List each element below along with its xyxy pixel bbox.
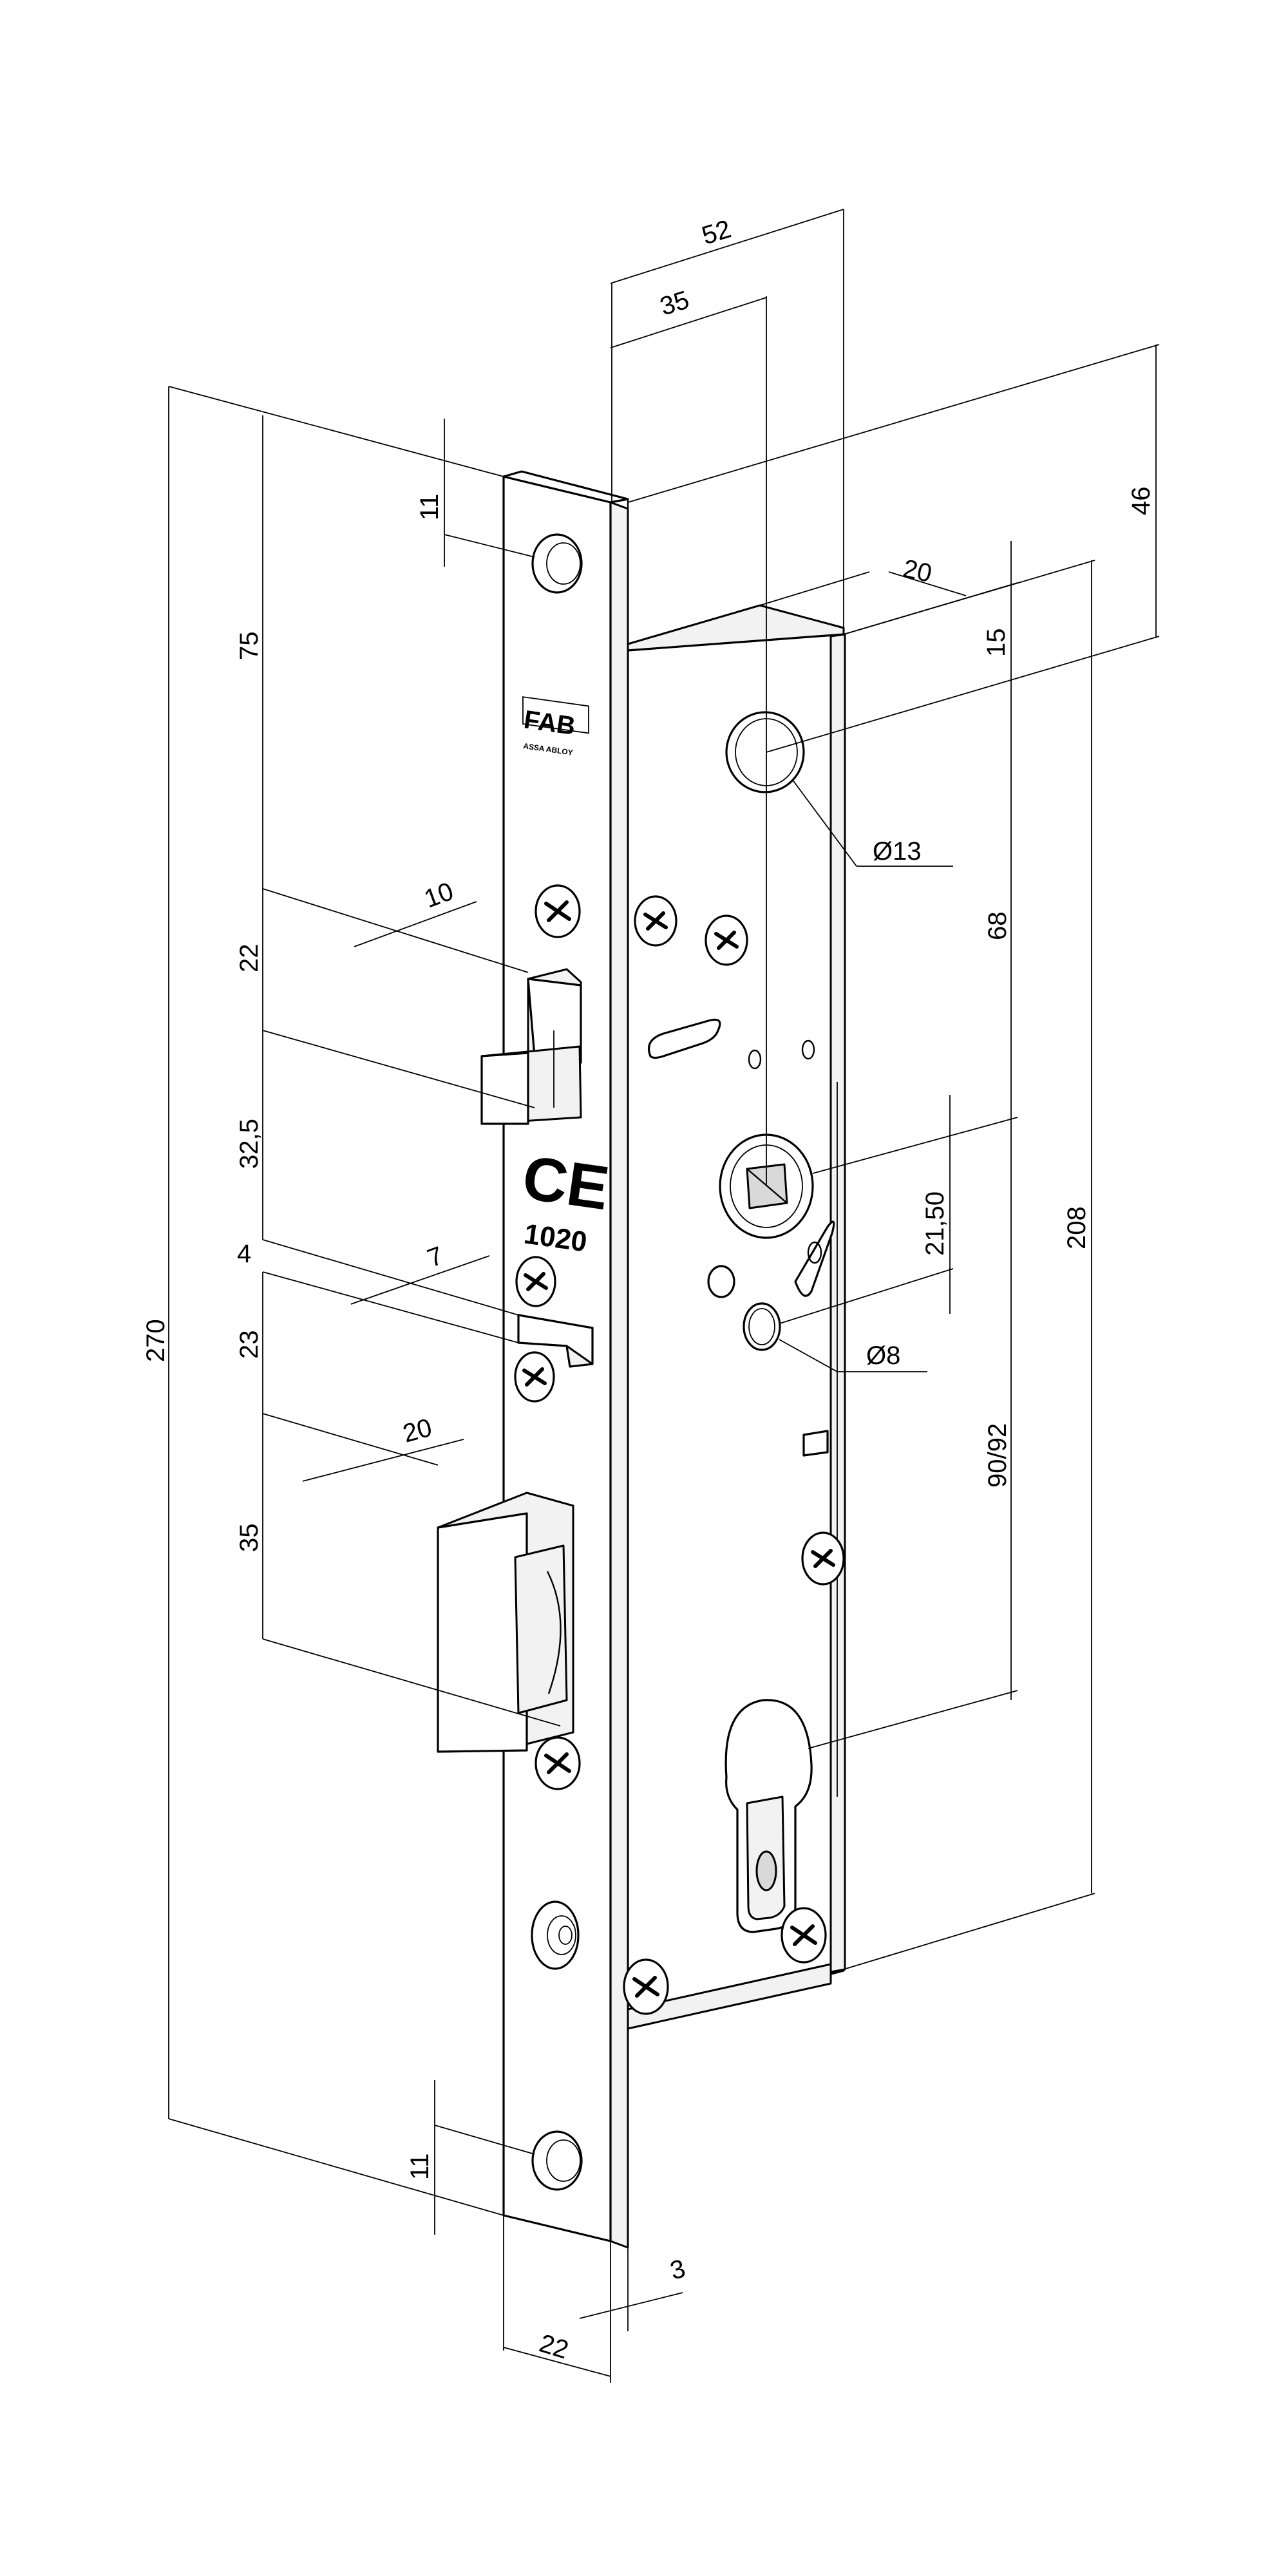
dim-case-height: 208 <box>1063 1206 1091 1249</box>
dim-follower-to-cylinder: 90/92 <box>983 1423 1012 1488</box>
screw-icon <box>801 1531 845 1586</box>
dim-top-spindle-depth: 20 <box>900 554 934 588</box>
lock-case <box>627 604 846 2030</box>
small-hole-8 <box>743 1302 781 1351</box>
deadbolt <box>437 1492 574 1753</box>
dim-top-to-spindle-hole: 46 <box>1127 487 1155 516</box>
screw-icon <box>515 1256 556 1307</box>
screw-icon <box>705 914 748 966</box>
top-spindle-hole <box>725 711 805 793</box>
dim-latch-height: 22 <box>235 944 263 973</box>
case-slot <box>647 1018 721 1059</box>
dim-latch-to-deadlatch: 32,5 <box>235 1119 263 1169</box>
faceplate-top-hole <box>531 533 583 594</box>
dim-bottom-hole-offset: 11 <box>406 2153 434 2180</box>
faceplate-bottom-hole <box>531 2130 583 2191</box>
dim-top-hole-offset: 11 <box>415 493 444 520</box>
dim-follower-to-hole: 21,50 <box>921 1191 949 1256</box>
screw-icon <box>514 1351 555 1403</box>
dim-top-to-latch: 75 <box>235 632 263 661</box>
ce-mark: CE <box>518 1143 613 1224</box>
dim-faceplate-width: 22 <box>536 2329 571 2365</box>
dim-deadlatch-gap: 4 <box>237 1240 251 1268</box>
dim-deadlatch-to-bolt: 23 <box>235 1331 263 1359</box>
latch-bolt <box>480 968 582 1125</box>
small-pin-left <box>707 1265 735 1298</box>
faceplate-lower-countersink <box>531 1900 580 1970</box>
dim-latch-projection: 10 <box>421 877 457 914</box>
dim-total-height: 270 <box>142 1319 170 1362</box>
dim-small-hole-diameter: Ø8 <box>866 1341 900 1370</box>
cylinder-cutout <box>724 1699 813 1933</box>
follower-slot <box>794 1220 835 1297</box>
faceplate <box>502 470 629 2249</box>
dim-deadlatch-projection: 7 <box>424 1242 447 1273</box>
dim-faceplate-thickness: 3 <box>667 2254 688 2285</box>
screw-icon <box>623 1958 669 2015</box>
dimension-lines <box>168 209 1160 2383</box>
screw-icon <box>535 1736 581 1790</box>
dim-backset: 35 <box>657 286 692 321</box>
case-square <box>802 1430 829 1457</box>
screw-icon <box>634 895 677 947</box>
case-pins <box>748 1039 815 1070</box>
dim-bolt-projection: 20 <box>400 1414 435 1448</box>
dim-bolt-height: 35 <box>235 1524 263 1553</box>
dim-top-hole-diameter: Ø13 <box>873 837 922 866</box>
screw-icon <box>781 1907 827 1964</box>
screw-icon <box>535 884 581 938</box>
dimension-labels: 52 35 270 11 11 75 22 10 32,5 4 7 23 35 … <box>142 215 1155 2365</box>
dim-top-spindle-offset: 15 <box>982 629 1010 658</box>
dim-top-to-follower: 68 <box>983 912 1012 941</box>
dim-case-width: 52 <box>699 215 734 251</box>
